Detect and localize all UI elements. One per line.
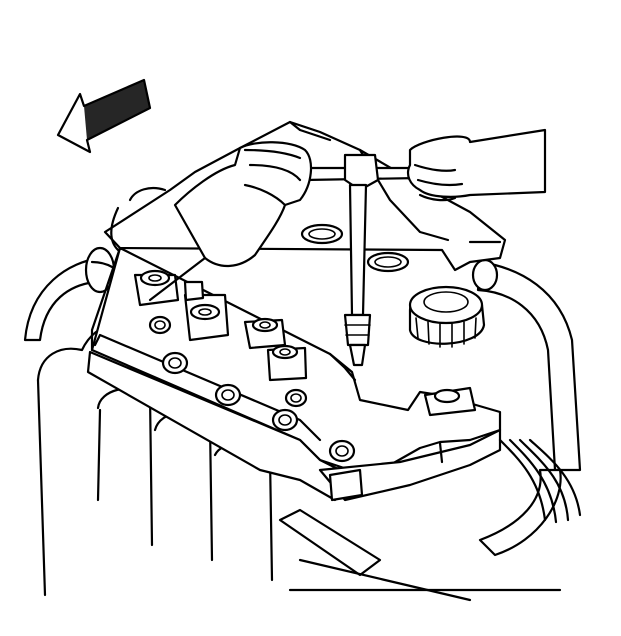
oil-filler-cap (408, 285, 486, 348)
right-hand (406, 128, 547, 202)
ignition-bolts (148, 315, 356, 463)
lower-hose-bundle (498, 438, 582, 524)
left-hand (148, 141, 313, 302)
cover-bolt-bosses (133, 269, 477, 417)
ignition-coil-module (86, 350, 502, 502)
left-coolant-hose (23, 246, 127, 342)
torque-wrench-tool (303, 153, 422, 367)
direction-arrow-icon (56, 78, 152, 154)
right-coolant-hose (471, 258, 582, 557)
